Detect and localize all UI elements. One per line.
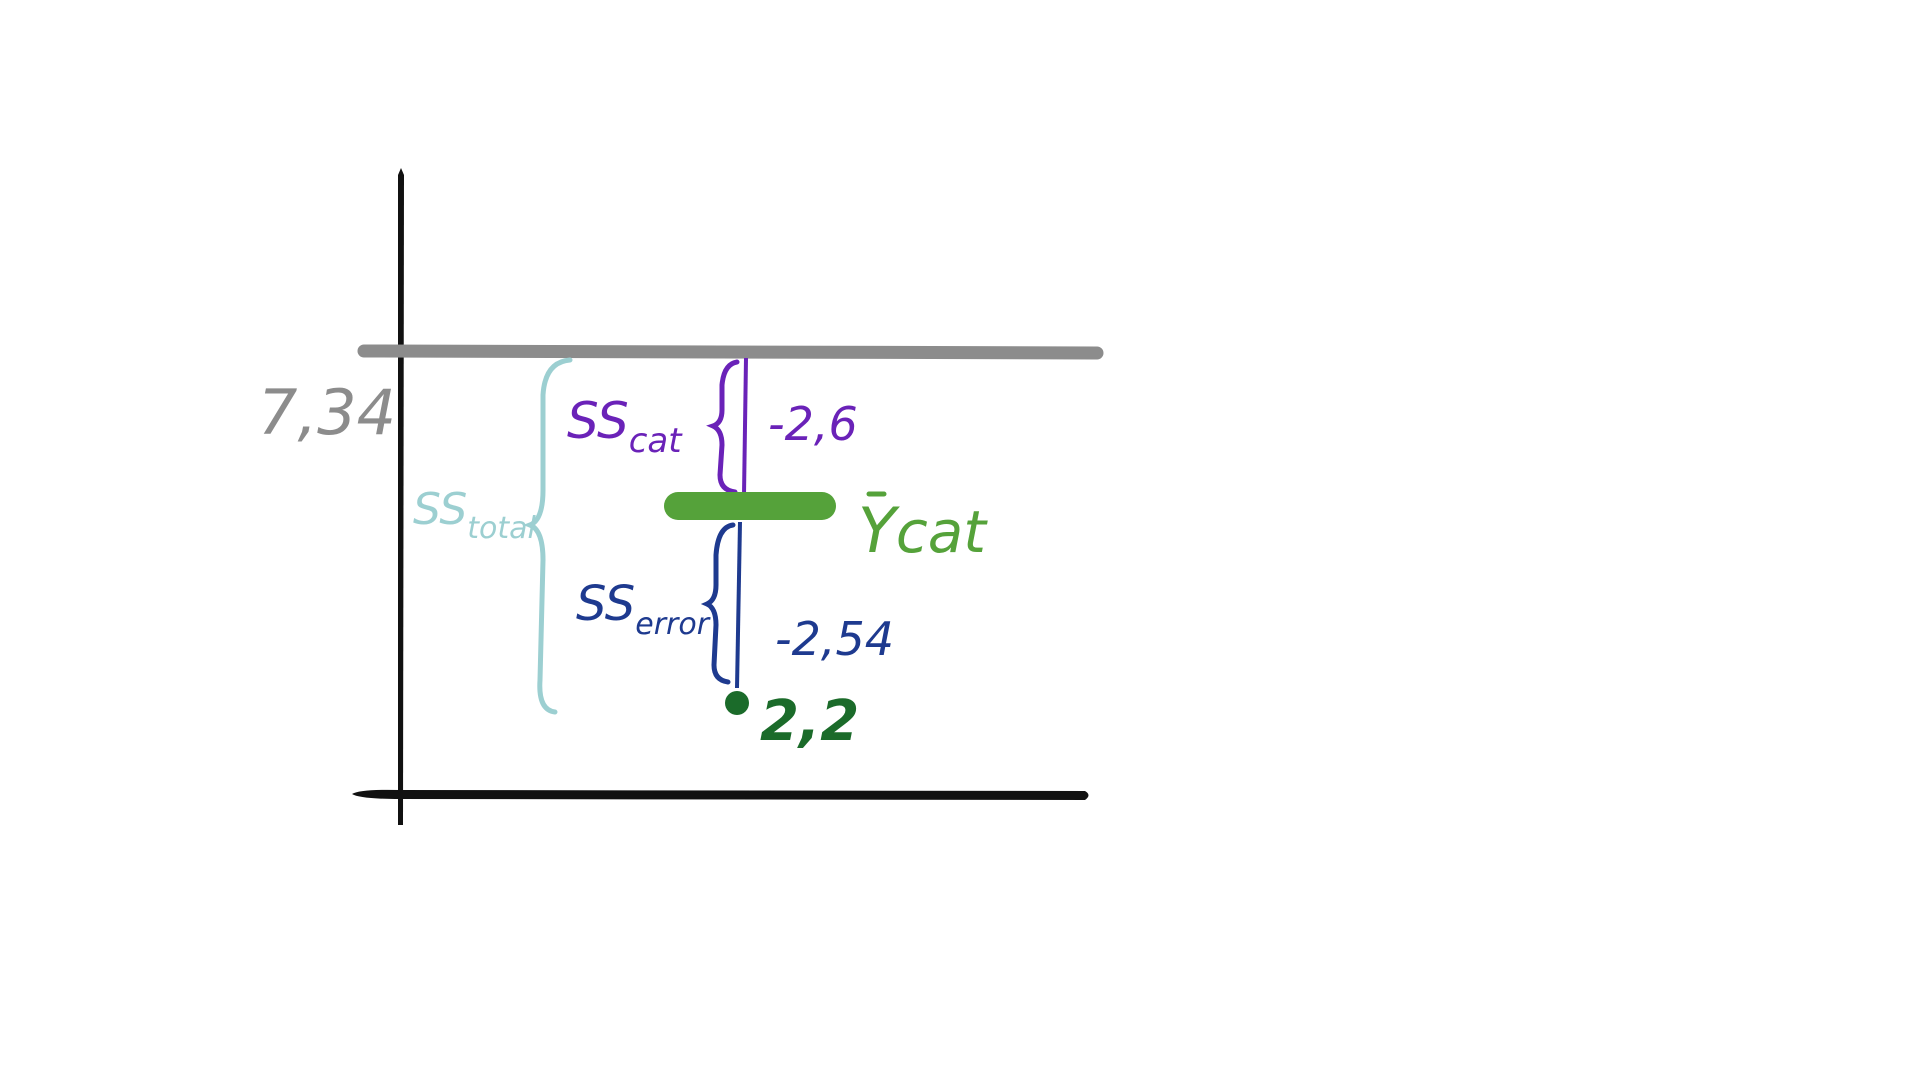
- ss-cat-brace: [706, 359, 740, 495]
- group-mean-label-main: Y: [858, 494, 900, 567]
- ss-cat-value: -2,6: [768, 397, 858, 451]
- ss-total-label: SStotal: [413, 484, 537, 546]
- ss-cat-label: SScat: [567, 392, 683, 461]
- data-point-label: 2,2: [760, 689, 859, 754]
- ss-error-label-sub: error: [635, 607, 710, 642]
- group-mean-label: Ycat: [858, 494, 988, 567]
- data-point: [725, 691, 749, 715]
- ss-cat-label-main: SS: [567, 392, 629, 450]
- ss-cat-deviation-line: [742, 357, 748, 496]
- ss-total-brace: [523, 357, 573, 715]
- ss-cat-label-sub: cat: [629, 421, 684, 461]
- ss-error-deviation-line: [735, 521, 742, 689]
- ss-error-brace: [700, 522, 736, 685]
- y-axis: [398, 168, 404, 825]
- ss-error-value: -2,54: [775, 612, 894, 666]
- ss-total-label-main: SS: [413, 484, 467, 535]
- x-axis: [352, 789, 1089, 800]
- ss-error-label-main: SS: [576, 576, 635, 632]
- overall-mean-line: [357, 344, 1104, 360]
- ss-error-label: SSerror: [576, 576, 711, 642]
- group-mean-label-sub: cat: [896, 498, 988, 566]
- ss-total-label-sub: total: [467, 511, 536, 546]
- overall-mean-label: 7,34: [258, 376, 396, 449]
